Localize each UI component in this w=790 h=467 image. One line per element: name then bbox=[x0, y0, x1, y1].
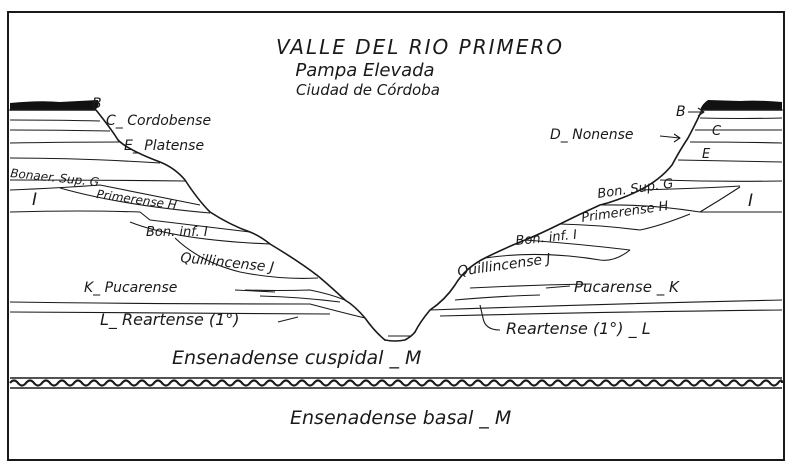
label-left-g: Bonaer. Sup. G bbox=[10, 166, 100, 189]
label-left-k: K_ Pucarense bbox=[84, 280, 177, 296]
label-left-h: Primerense H bbox=[96, 187, 178, 212]
top-soil-right bbox=[700, 100, 782, 110]
right-layer-boundary-e bbox=[689, 141, 783, 144]
right-layer-boundary-j bbox=[524, 239, 631, 251]
top-soil-left bbox=[10, 100, 99, 110]
label-right-e: E bbox=[702, 147, 711, 162]
label-left-j: Quillincense J bbox=[180, 250, 275, 276]
label-left-b: B bbox=[92, 96, 102, 112]
arrow-left-l bbox=[277, 316, 299, 323]
left-layer-boundary-e bbox=[9, 141, 121, 144]
label-left-i-roman: I bbox=[32, 190, 37, 210]
right-layer-boundary-k-top bbox=[484, 249, 631, 261]
right-layer-boundary-e2 bbox=[677, 159, 783, 163]
title-line-1: VALLE DEL RIO PRIMERO bbox=[276, 35, 564, 59]
label-ensenadense-cuspidal: Ensenadense cuspidal _ M bbox=[172, 347, 421, 369]
left-layer-boundary-h bbox=[9, 184, 201, 206]
left-base-horizon-2 bbox=[9, 311, 331, 315]
title-line-3: Ciudad de Córdoba bbox=[296, 81, 440, 99]
left-layer-boundary-i-top bbox=[59, 187, 211, 214]
label-right-l: Reartense (1°) _ L bbox=[506, 319, 651, 339]
left-layer-boundary-j bbox=[174, 237, 319, 279]
label-left-i-layer: Bon. inf. I bbox=[146, 225, 208, 240]
right-layer-boundary-k bbox=[469, 283, 591, 289]
label-right-h: Primerense H bbox=[580, 199, 669, 226]
label-right-i-roman: I bbox=[748, 191, 753, 211]
right-layer-boundary-h2 bbox=[699, 186, 741, 213]
left-layer-boundary-i bbox=[9, 210, 251, 233]
arrow-right-b bbox=[688, 107, 705, 117]
arrow-right-d bbox=[659, 133, 681, 143]
label-left-l: L_ Reartense (1°) bbox=[100, 310, 240, 330]
left-layer-boundary-j-top bbox=[129, 221, 271, 245]
right-layer-boundary-j-top bbox=[559, 213, 691, 231]
left-layer-boundary-g bbox=[9, 179, 186, 182]
right-layer-boundary-i-top bbox=[599, 204, 701, 213]
label-right-g: Bon. Sup. G bbox=[596, 176, 674, 201]
unconformity-band bbox=[9, 377, 784, 389]
left-layer-boundary-c bbox=[9, 119, 101, 122]
left-layer-boundary-k2 bbox=[259, 295, 341, 303]
arrow-right-k bbox=[545, 285, 571, 289]
river-channel bbox=[384, 331, 416, 342]
diagram-frame bbox=[7, 11, 785, 461]
label-right-c: C bbox=[712, 124, 722, 139]
label-right-b: B bbox=[676, 104, 686, 120]
label-left-c: C_ Cordobense bbox=[106, 113, 211, 129]
label-left-e: E_ Platense bbox=[124, 138, 204, 154]
right-layer-boundary-c bbox=[699, 117, 783, 120]
left-layer-boundary-k bbox=[244, 289, 346, 301]
title-line-2: Pampa Elevada bbox=[295, 60, 434, 81]
left-layer-boundary-c2 bbox=[9, 129, 111, 132]
right-layer-boundary-h bbox=[639, 185, 741, 191]
right-layer-boundary-k2 bbox=[454, 294, 541, 301]
left-layer-boundary-e2 bbox=[9, 157, 161, 164]
left-base-horizon bbox=[9, 301, 366, 319]
right-layer-boundary-g bbox=[659, 179, 783, 182]
right-base-horizon bbox=[429, 299, 783, 311]
label-right-d: D_ Nonense bbox=[550, 127, 634, 143]
label-ensenadense-basal: Ensenadense basal _ M bbox=[290, 407, 511, 429]
right-base-horizon-2 bbox=[439, 309, 783, 317]
label-right-k: Pucarense _ K bbox=[574, 278, 680, 297]
arrow-right-l bbox=[479, 304, 501, 331]
arrow-left-k bbox=[234, 289, 276, 293]
label-right-i-layer: Bon. inf. I bbox=[515, 228, 578, 249]
